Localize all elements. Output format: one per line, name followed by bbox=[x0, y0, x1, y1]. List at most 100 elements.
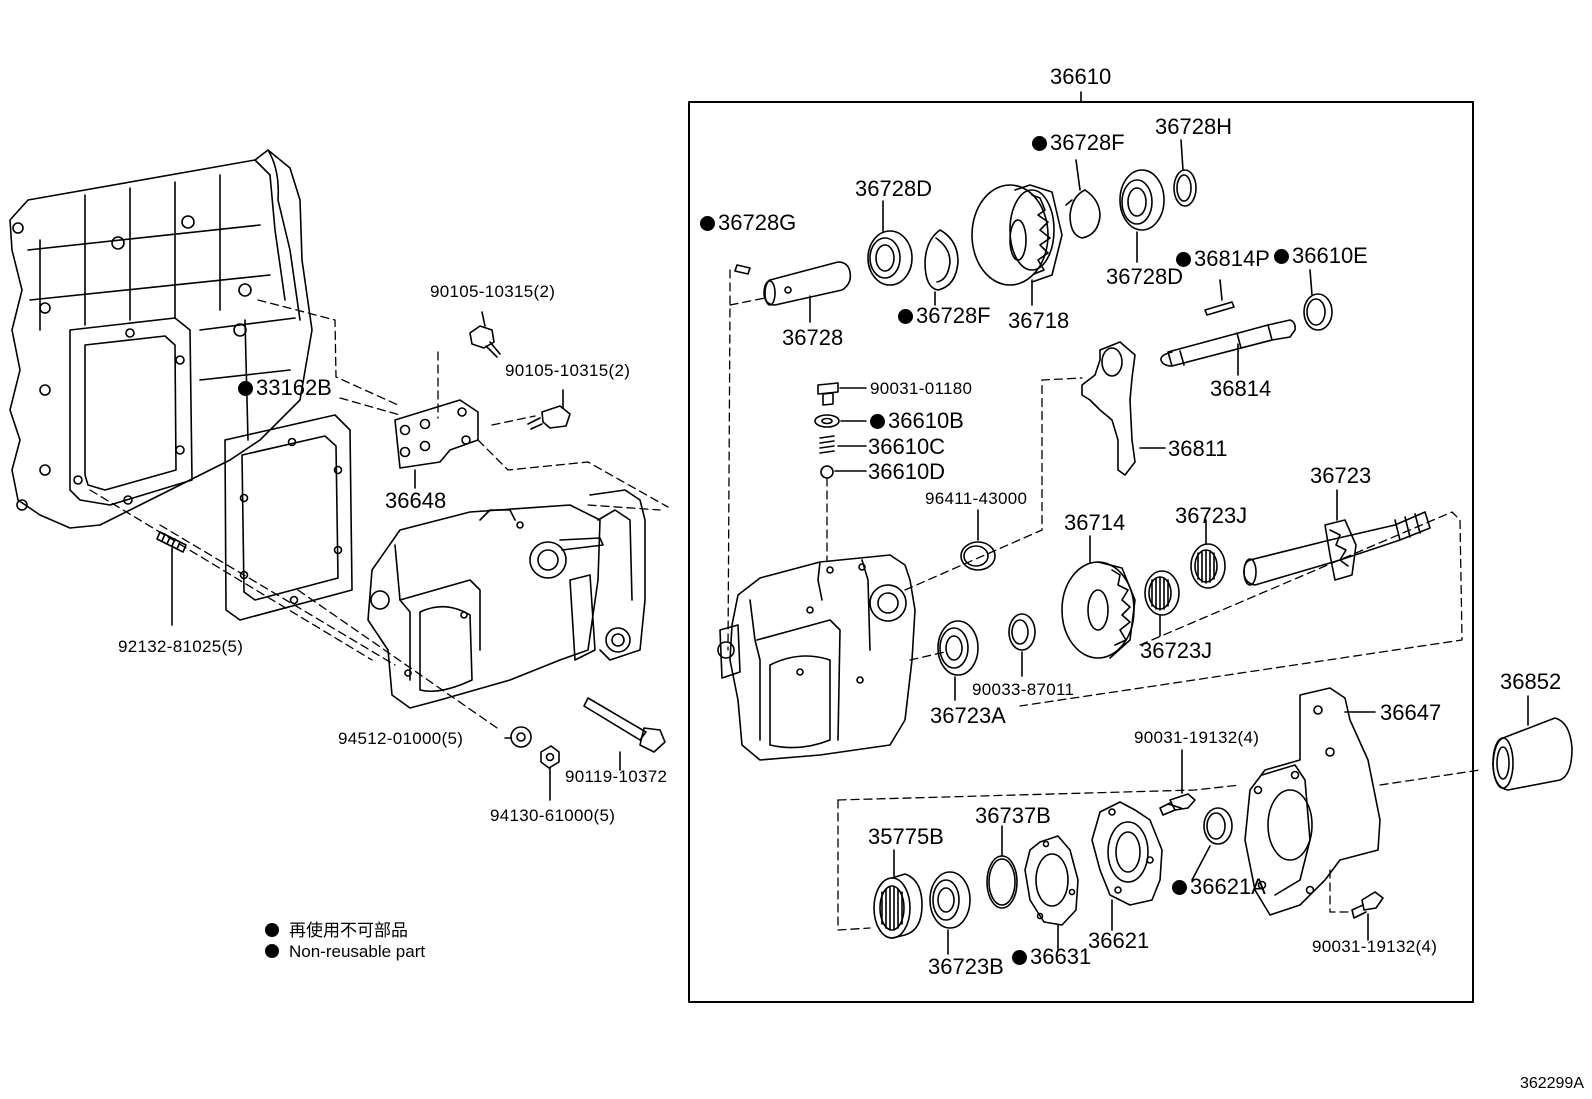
label-36610: 36610 bbox=[1050, 64, 1112, 89]
label-36728f-lower: 36728F bbox=[898, 305, 991, 327]
drawing-code: 362299A bbox=[1519, 1075, 1584, 1092]
nonreusable-dot-icon bbox=[700, 216, 715, 231]
nonreusable-dot-icon bbox=[898, 309, 913, 324]
label-90031-01180: 90031-01180 bbox=[870, 379, 973, 398]
label-36723a: 36723A bbox=[930, 703, 1006, 728]
alignment-lines-right bbox=[727, 269, 1481, 931]
shift-shaft-36814 bbox=[1160, 319, 1296, 376]
retainer-36621 bbox=[1091, 801, 1163, 931]
shaft-36723 bbox=[1243, 489, 1431, 586]
label-36718: 36718 bbox=[1008, 308, 1070, 333]
legend-item-en: Non-reusable part bbox=[265, 942, 425, 962]
gear-36718 bbox=[971, 184, 1063, 306]
label-36723b: 36723B bbox=[928, 954, 1004, 979]
label-90031-19132-lower: 90031-19132(4) bbox=[1312, 937, 1438, 956]
label-94512-01000: 94512-01000(5) bbox=[338, 729, 464, 748]
bolt-90031-19132-lower bbox=[1351, 891, 1384, 941]
label-36728f-upper: 36728F bbox=[1032, 132, 1125, 154]
alignment-lines-left bbox=[89, 299, 669, 731]
snap-ring-36728f-upper bbox=[1065, 159, 1101, 239]
legend-item-ja: 再使用不可部品 bbox=[265, 916, 408, 941]
label-36814p: 36814P bbox=[1176, 248, 1270, 270]
label-90031-19132-upper: 90031-19132(4) bbox=[1134, 728, 1260, 747]
gasket-36631 bbox=[1024, 835, 1079, 951]
snap-ring-36728f-lower bbox=[924, 229, 959, 306]
label-36621: 36621 bbox=[1088, 928, 1150, 953]
transmission-case bbox=[9, 149, 313, 529]
pto-case-left bbox=[367, 489, 646, 709]
legend-dot-icon bbox=[265, 944, 279, 958]
label-36728d-upper: 36728D bbox=[855, 176, 933, 201]
needle-bearing-35775b bbox=[873, 849, 923, 939]
spring-36610c bbox=[819, 435, 867, 454]
bolt-90031-19132-upper bbox=[1159, 749, 1196, 816]
nonreusable-dot-icon bbox=[1274, 249, 1289, 264]
label-36610d: 36610D bbox=[868, 459, 946, 484]
legend-dot-icon bbox=[265, 923, 279, 937]
label-36737b: 36737B bbox=[975, 803, 1051, 828]
nonreusable-dot-icon bbox=[1032, 136, 1047, 151]
label-90105-10315-lower: 90105-10315(2) bbox=[505, 361, 631, 380]
bearing-36728d-lower bbox=[1119, 169, 1165, 263]
label-36631: 36631 bbox=[1012, 946, 1091, 968]
label-36723j-upper: 36723J bbox=[1175, 503, 1248, 528]
ball-36610d bbox=[820, 465, 867, 479]
label-36610c: 36610C bbox=[868, 434, 946, 459]
bearing-36723a bbox=[937, 620, 979, 701]
shim-36728h bbox=[1173, 139, 1197, 207]
bearing-36723b bbox=[929, 871, 971, 955]
bolt-90105-upper bbox=[469, 311, 501, 358]
needle-bearing-36723j-lower bbox=[1144, 570, 1180, 637]
o-ring-36737b bbox=[986, 825, 1018, 909]
shaft-36728 bbox=[763, 261, 852, 323]
bolt-90119 bbox=[583, 697, 666, 771]
spacer-90033 bbox=[1008, 613, 1036, 677]
pin-36728g bbox=[734, 264, 751, 275]
label-36728d-lower: 36728D bbox=[1106, 264, 1184, 289]
label-90105-10315-upper: 90105-10315(2) bbox=[430, 282, 556, 301]
seal-36621a bbox=[1191, 807, 1233, 881]
pto-case-right bbox=[717, 554, 916, 761]
coupling-36852 bbox=[1492, 695, 1573, 791]
label-36723j-lower: 36723J bbox=[1140, 638, 1213, 663]
nonreusable-dot-icon bbox=[870, 414, 885, 429]
label-36610e: 36610E bbox=[1274, 245, 1368, 267]
bearing-36728d-upper bbox=[867, 200, 913, 286]
label-36610b: 36610B bbox=[870, 410, 964, 432]
label-90119-10372: 90119-10372 bbox=[565, 767, 668, 786]
label-36814: 36814 bbox=[1210, 376, 1272, 401]
label-36728h: 36728H bbox=[1155, 114, 1233, 139]
cover-36647 bbox=[1244, 687, 1381, 916]
label-36648: 36648 bbox=[385, 488, 447, 513]
label-36728g: 36728G bbox=[700, 212, 796, 234]
seal-36610e bbox=[1303, 269, 1333, 331]
washer-94512 bbox=[504, 726, 532, 748]
label-92132-81025: 92132-81025(5) bbox=[118, 637, 244, 656]
bolt-90105-lower bbox=[527, 389, 571, 430]
washer-36610b bbox=[814, 414, 867, 428]
stud-92132 bbox=[156, 531, 187, 626]
shift-fork-36811 bbox=[1081, 341, 1166, 476]
label-94130-61000: 94130-61000(5) bbox=[490, 806, 616, 825]
label-90033-87011: 90033-87011 bbox=[972, 680, 1075, 699]
label-36647: 36647 bbox=[1380, 700, 1442, 725]
label-36723: 36723 bbox=[1310, 463, 1372, 488]
label-36621a: 36621A bbox=[1172, 876, 1266, 898]
nut-94130 bbox=[540, 745, 560, 801]
bracket-36648 bbox=[394, 399, 479, 489]
label-36728: 36728 bbox=[782, 325, 844, 350]
seal-96411 bbox=[960, 509, 996, 571]
nonreusable-dot-icon bbox=[1172, 880, 1187, 895]
label-33162b: 33162B bbox=[238, 377, 332, 399]
gear-36714 bbox=[1061, 535, 1136, 659]
pin-36814p bbox=[1204, 279, 1235, 316]
gasket-33162b bbox=[224, 414, 353, 621]
bolt-90031-01180 bbox=[817, 382, 867, 406]
nonreusable-dot-icon bbox=[1176, 252, 1191, 267]
nonreusable-dot-icon bbox=[238, 381, 253, 396]
label-36714: 36714 bbox=[1064, 510, 1126, 535]
needle-bearing-36723j-upper bbox=[1190, 519, 1226, 589]
label-35775b: 35775B bbox=[868, 824, 944, 849]
